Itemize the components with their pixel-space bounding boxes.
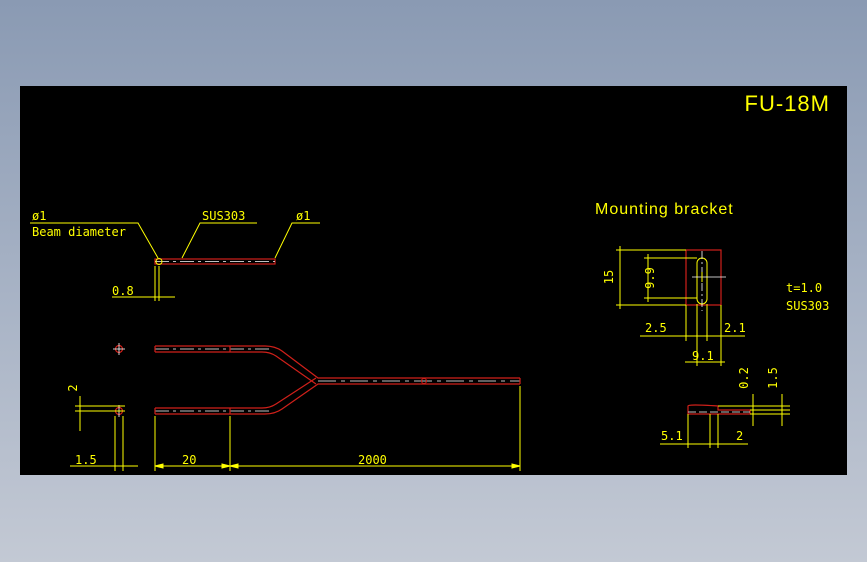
dim-pitch: 2 (66, 384, 80, 391)
dim-side-right: 2 (736, 429, 743, 443)
model-title: FU-18M (745, 91, 830, 116)
tube-material-label: SUS303 (202, 209, 245, 223)
dim-plate-thickness: 0.2 (737, 367, 751, 389)
cad-drawing-canvas: FU-18M ø1 Beam diameter SUS303 ø1 0.8 (20, 86, 847, 475)
dim-bracket-width: 9.1 (692, 349, 714, 363)
dim-side-left: 5.1 (661, 429, 683, 443)
bracket-title: Mounting bracket (595, 201, 734, 218)
tip-diameter-label: ø1 (296, 209, 310, 223)
bracket-thickness: t=1.0 (786, 281, 822, 295)
bracket-side-view (660, 394, 790, 448)
dim-tip-offset: 0.8 (112, 284, 134, 298)
bracket-front-view (616, 246, 745, 366)
beam-diameter-symbol: ø1 (32, 209, 46, 223)
fiber-tip-top-view (30, 222, 320, 301)
beam-diameter-label: Beam diameter (32, 225, 126, 239)
dim-slot-length: 9.9 (643, 267, 657, 289)
dim-cable-length: 2000 (358, 453, 387, 467)
dim-head-width: 1.5 (75, 453, 97, 467)
dim-bracket-left: 2.5 (645, 321, 667, 335)
fiber-front-view (113, 343, 521, 417)
dim-sleeve-length: 20 (182, 453, 196, 467)
dim-side-height: 1.5 (766, 367, 780, 389)
bracket-material: SUS303 (786, 299, 829, 313)
dim-bracket-right: 2.1 (724, 321, 746, 335)
front-view-dimensions (70, 386, 521, 471)
dim-bracket-height: 15 (602, 270, 616, 284)
